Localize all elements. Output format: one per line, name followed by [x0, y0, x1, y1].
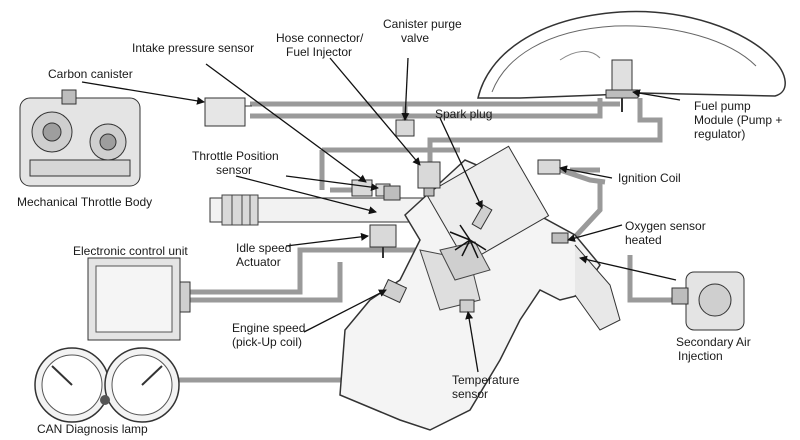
oxygen-sensor [551, 232, 569, 244]
label-hose-connector-line2: Fuel Injector [286, 45, 352, 59]
label-fuel-pump-line2: Module (Pump + [694, 113, 782, 127]
label-throttle-position-line2: sensor [216, 163, 252, 177]
label-idle-speed-line2: Actuator [236, 255, 281, 269]
diagnosis-lamp-icon [100, 395, 110, 405]
intake-pipe [209, 194, 446, 226]
canister-purge-valve [395, 119, 415, 137]
label-secondary-air-line2: Injection [678, 349, 723, 363]
ignition-coil [537, 159, 561, 175]
temperature-sensor [459, 299, 475, 313]
label-can-diagnosis-lamp: CAN Diagnosis lamp [37, 422, 148, 436]
spark-plug [471, 204, 493, 230]
label-idle-speed-line1: Idle speed [236, 241, 291, 255]
label-fuel-pump-line3: regulator) [694, 127, 745, 141]
carbon-canister [204, 97, 252, 127]
spark-burst-icon [449, 224, 487, 259]
label-engine-speed-line1: Engine speed [232, 321, 305, 335]
label-mechanical-throttle-body: Mechanical Throttle Body [17, 195, 152, 209]
electronic-control-unit [87, 257, 191, 341]
instrument-cluster [34, 347, 180, 423]
callout-arrows [81, 57, 681, 373]
label-intake-pressure-sensor: Intake pressure sensor [132, 41, 254, 55]
pickup-coil [380, 278, 408, 304]
secondary-air-injection-valve [671, 271, 745, 331]
label-electronic-control-unit: Electronic control unit [73, 244, 188, 258]
label-fuel-pump-line1: Fuel pump [694, 99, 751, 113]
label-canister-purge-line2: valve [401, 31, 429, 45]
fuel-tank [477, 10, 786, 99]
label-engine-speed-line2: (pick-Up coil) [232, 335, 302, 349]
label-oxygen-sensor-line1: Oxygen sensor [625, 219, 706, 233]
fuel-injector [417, 161, 441, 197]
label-throttle-position-line1: Throttle Position [192, 149, 279, 163]
mechanical-throttle-body [19, 89, 141, 187]
label-oxygen-sensor-line2: heated [625, 233, 662, 247]
label-canister-purge-line1: Canister purge [383, 17, 462, 31]
label-temperature-line1: Temperature [452, 373, 520, 387]
throttle-position-sensor [383, 185, 401, 201]
label-hose-connector-line1: Hose connector/ [276, 31, 364, 45]
label-carbon-canister: Carbon canister [48, 67, 133, 81]
label-secondary-air-line1: Secondary Air [676, 335, 751, 349]
label-spark-plug: Spark plug [435, 107, 492, 121]
label-temperature-line2: sensor [452, 387, 488, 401]
idle-speed-actuator [369, 224, 397, 258]
label-ignition-coil: Ignition Coil [618, 171, 681, 185]
labels: Carbon canister Intake pressure sensor H… [17, 17, 782, 436]
